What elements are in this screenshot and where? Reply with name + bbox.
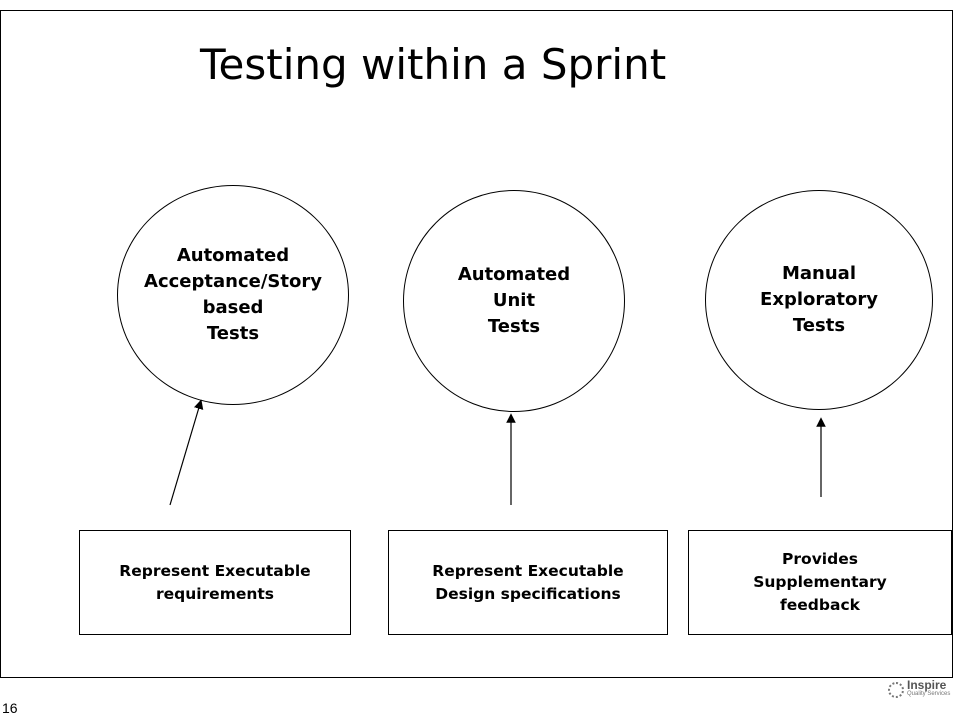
box-label: Provides Supplementary feedback — [753, 550, 887, 614]
oval-automated-acceptance-tests: Automated Acceptance/Story based Tests — [117, 185, 349, 405]
logo-subtitle: Quality Services — [907, 691, 951, 697]
oval-label: Automated Unit Tests — [457, 264, 571, 337]
slide-frame — [0, 10, 953, 678]
arrow-requirements-to-acceptance — [169, 399, 204, 506]
oval-label: Manual Exploratory Tests — [760, 263, 878, 336]
inspire-logo-icon — [888, 682, 904, 698]
inspire-logo: Inspire Quality Services — [888, 678, 951, 699]
box-label: Represent Executable requirements — [119, 561, 311, 603]
slide-title: Testing within a Sprint — [200, 40, 667, 89]
box-label: Represent Executable Design specificatio… — [432, 561, 624, 603]
box-executable-requirements: Represent Executable requirements — [79, 530, 351, 635]
oval-label: Automated Acceptance/Story based Tests — [144, 245, 322, 344]
box-design-specifications: Represent Executable Design specificatio… — [388, 530, 668, 635]
slide-number: 16 — [2, 700, 18, 716]
logo-name: Inspire — [907, 678, 947, 692]
oval-manual-exploratory-tests: Manual Exploratory Tests — [705, 190, 933, 410]
box-supplementary-feedback: Provides Supplementary feedback — [688, 530, 952, 635]
oval-automated-unit-tests: Automated Unit Tests — [403, 190, 625, 412]
